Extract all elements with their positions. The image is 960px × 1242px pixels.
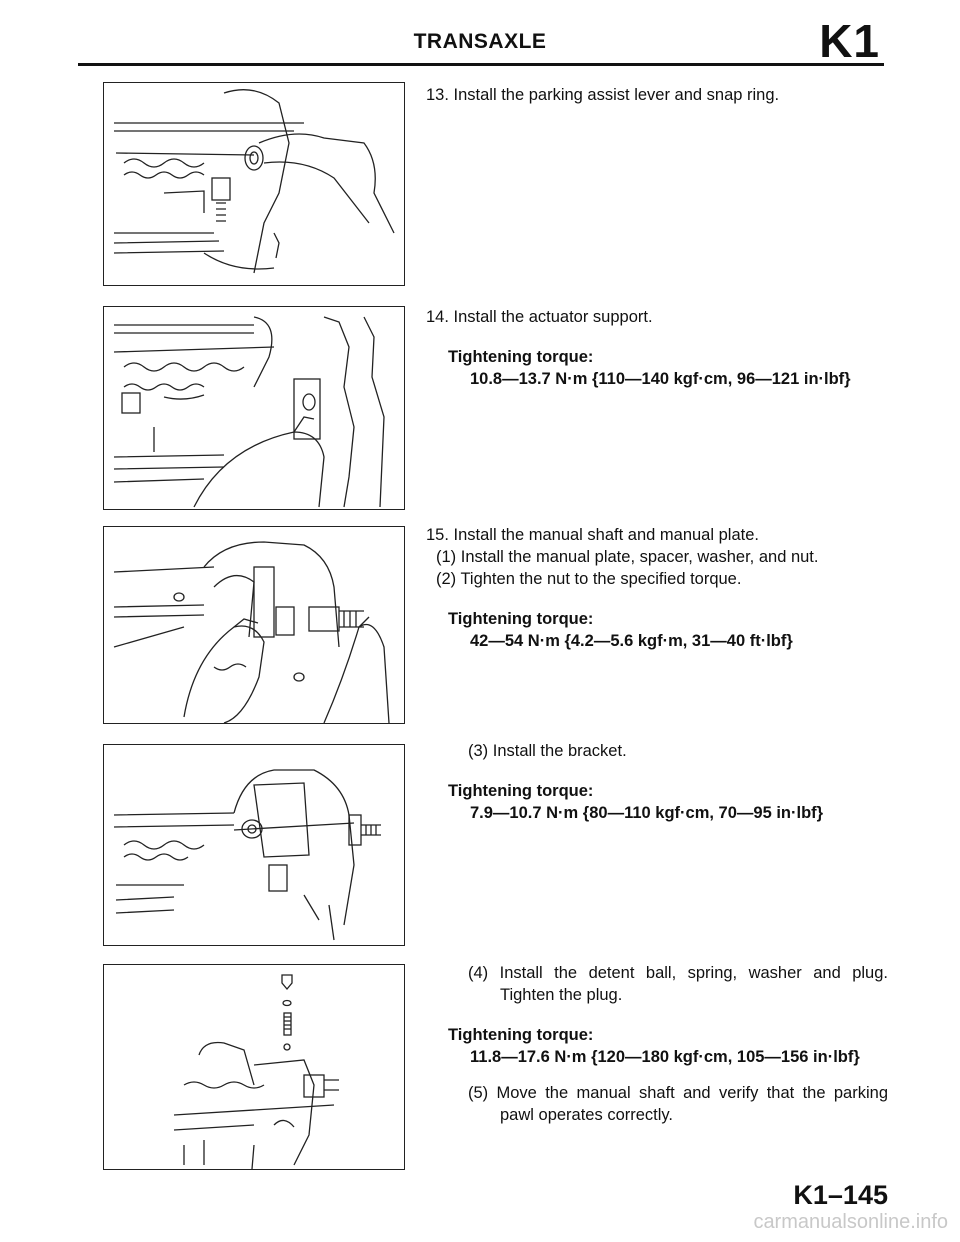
torque-value: 42—54 N·m {4.2—5.6 kgf·m, 31—40 ft·lbf} — [470, 632, 793, 650]
section-code: K1 — [819, 15, 880, 67]
torque-label: Tightening torque: — [448, 610, 594, 628]
step-15-text: 15. Install the manual shaft and manual … — [426, 526, 759, 544]
step-15-sub-2: (2) Tighten the nut to the specified tor… — [436, 570, 742, 588]
actuator-support-illustration — [103, 306, 405, 510]
torque-label: Tightening torque: — [448, 1026, 594, 1044]
parking-assist-lever-illustration — [103, 82, 405, 286]
step-14-torque: Tightening torque: 10.8—13.7 N·m {110—14… — [426, 346, 888, 390]
manual-shaft-plate-illustration — [103, 526, 405, 724]
step-15-sub-3: (3) Install the bracket. — [468, 742, 627, 760]
torque-label: Tightening torque: — [448, 348, 594, 366]
step-15-torque: Tightening torque: 42—54 N·m {4.2—5.6 kg… — [426, 608, 888, 652]
page-number: K1–145 — [793, 1180, 888, 1210]
step-15-4-torque: Tightening torque: 11.8—17.6 N·m {120—18… — [426, 1024, 888, 1068]
page-title: TRANSAXLE — [413, 30, 547, 53]
step-14-text: 14. Install the actuator support. — [426, 308, 653, 326]
step-15-sub-4: (4) Install the detent ball, spring, was… — [468, 964, 888, 1004]
step-15-3: (3) Install the bracket. Tightening torq… — [426, 740, 888, 824]
detent-ball-spring-plug-illustration — [103, 964, 405, 1170]
bracket-illustration — [103, 744, 405, 946]
step-15-4: (4) Install the detent ball, spring, was… — [426, 962, 888, 1126]
torque-value: 10.8—13.7 N·m {110—140 kgf·cm, 96—121 in… — [470, 370, 851, 388]
step-15-3-torque: Tightening torque: 7.9—10.7 N·m {80—110 … — [426, 780, 888, 824]
step-14: 14. Install the actuator support. Tighte… — [426, 306, 888, 390]
torque-value: 7.9—10.7 N·m {80—110 kgf·cm, 70—95 in·lb… — [470, 804, 824, 822]
step-15: 15. Install the manual shaft and manual … — [426, 524, 888, 652]
step-15-sub-1: (1) Install the manual plate, spacer, wa… — [436, 548, 819, 566]
header-divider — [78, 63, 884, 66]
step-15-sub-5: (5) Move the manual shaft and verify tha… — [468, 1084, 888, 1124]
step-13: 13. Install the parking assist lever and… — [426, 84, 888, 106]
torque-label: Tightening torque: — [448, 782, 594, 800]
torque-value: 11.8—17.6 N·m {120—180 kgf·cm, 105—156 i… — [470, 1048, 860, 1066]
step-13-text: 13. Install the parking assist lever and… — [426, 86, 780, 104]
watermark: carmanualsonline.info — [753, 1211, 948, 1233]
